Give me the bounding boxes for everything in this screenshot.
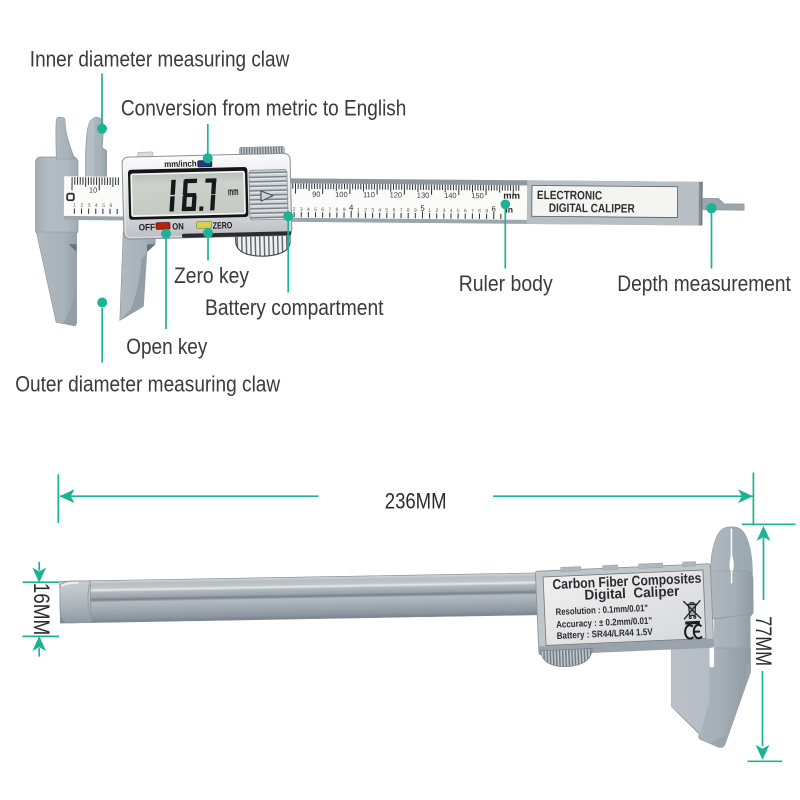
svg-text:Depth measurement: Depth measurement [617, 271, 791, 296]
svg-text:4: 4 [450, 208, 453, 214]
svg-text:2: 2 [435, 208, 438, 214]
svg-text:2: 2 [80, 203, 83, 209]
svg-text:8: 8 [407, 208, 410, 214]
svg-text:Battery compartment: Battery compartment [205, 295, 384, 320]
svg-text:6: 6 [110, 203, 113, 209]
svg-text:140: 140 [444, 191, 457, 200]
svg-text:4: 4 [378, 208, 381, 214]
svg-text:130: 130 [417, 191, 430, 200]
svg-text:Accuracy : ± 0.2mm/0.01": Accuracy : ± 0.2mm/0.01" [556, 616, 652, 631]
svg-text:3: 3 [88, 203, 91, 209]
svg-text:3: 3 [443, 208, 446, 214]
svg-text:5: 5 [314, 207, 317, 213]
svg-text:16MM: 16MM [29, 583, 54, 636]
svg-text:Digital Caliper: Digital Caliper [584, 584, 680, 604]
svg-text:5: 5 [457, 208, 460, 214]
svg-text:6: 6 [464, 208, 467, 214]
svg-text:110: 110 [363, 190, 375, 199]
svg-text:9: 9 [343, 207, 346, 213]
svg-text:3: 3 [371, 207, 374, 213]
svg-text:OFF: OFF [139, 222, 156, 232]
svg-text:1: 1 [428, 208, 431, 214]
svg-text:Conversion from metric to Engl: Conversion from metric to English [121, 95, 407, 120]
svg-text:7: 7 [328, 207, 331, 213]
svg-text:1: 1 [357, 207, 360, 213]
svg-text:DIGITAL CALIPER: DIGITAL CALIPER [549, 201, 635, 216]
svg-text:in: in [505, 205, 513, 215]
svg-text:7: 7 [471, 208, 474, 214]
svg-text:Carbon Fiber Composites: Carbon Fiber Composites [552, 571, 702, 593]
svg-text:2: 2 [293, 207, 296, 213]
svg-text:mm/inch: mm/inch [164, 158, 197, 169]
svg-text:ON: ON [172, 221, 184, 231]
svg-text:Open key: Open key [126, 334, 207, 359]
svg-text:Inner diameter measuring claw: Inner diameter measuring claw [30, 47, 290, 72]
svg-text:mm: mm [503, 190, 520, 201]
svg-text:ZERO: ZERO [213, 220, 233, 230]
svg-text:Outer diameter measuring claw: Outer diameter measuring claw [15, 371, 280, 396]
svg-text:Ruler body: Ruler body [459, 271, 553, 296]
svg-text:mm: mm [228, 186, 239, 198]
svg-text:4: 4 [95, 203, 98, 209]
svg-text:3: 3 [300, 207, 303, 213]
svg-text:1: 1 [73, 203, 76, 209]
svg-text:5: 5 [385, 208, 388, 214]
svg-text:Zero key: Zero key [174, 263, 249, 288]
svg-text:120: 120 [390, 190, 403, 199]
svg-text:Resolution : 0.1mm/0.01": Resolution : 0.1mm/0.01" [555, 603, 648, 618]
svg-text:8: 8 [478, 208, 481, 214]
svg-text:150: 150 [471, 191, 484, 200]
svg-text:9: 9 [414, 208, 417, 214]
svg-text:7: 7 [400, 208, 403, 214]
svg-text:6: 6 [393, 208, 396, 214]
svg-text:5: 5 [420, 204, 425, 213]
svg-text:90: 90 [312, 190, 320, 199]
svg-text:10: 10 [89, 186, 97, 195]
svg-text:4: 4 [307, 207, 310, 213]
svg-text:236MM: 236MM [385, 488, 447, 513]
svg-text:5: 5 [102, 203, 105, 209]
svg-text:8: 8 [335, 207, 338, 213]
svg-text:6: 6 [492, 204, 496, 213]
svg-text:ELECTRONIC: ELECTRONIC [537, 188, 602, 203]
svg-text:100: 100 [335, 190, 348, 199]
svg-text:Battery : SR44/LR44 1.5V: Battery : SR44/LR44 1.5V [556, 627, 653, 642]
svg-text:4: 4 [349, 203, 354, 212]
svg-text:2: 2 [364, 207, 367, 213]
svg-text:6: 6 [321, 207, 324, 213]
svg-text:77MM: 77MM [751, 616, 776, 666]
svg-text:9: 9 [485, 208, 488, 214]
